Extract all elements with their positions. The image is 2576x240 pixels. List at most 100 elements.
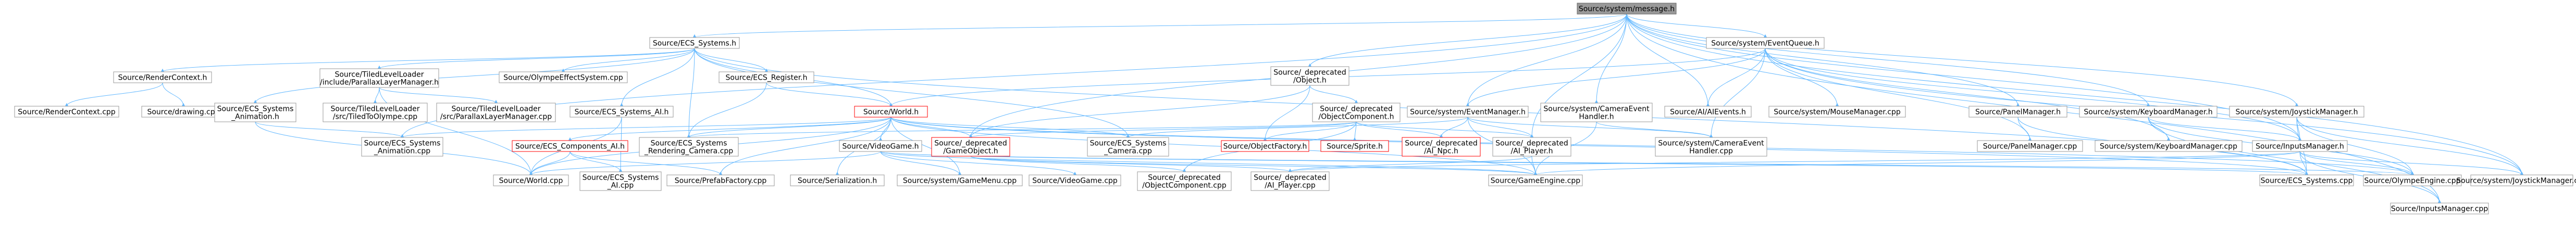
- node-world-cpp[interactable]: Source/World.cpp: [493, 174, 569, 186]
- node-ai-npc-h[interactable]: Source/_deprecated/AI_Npc.h: [1402, 137, 1481, 157]
- edge-panel_manager_h-to-panel_manager_cpp: [2017, 117, 2032, 141]
- node-ecs-components-ai-h[interactable]: Source/ECS_Components_AI.h: [512, 140, 628, 152]
- node-label: Source/_deprecated/ObjectComponent.h: [1319, 105, 1394, 121]
- edge-ecs_register_h-to-world_h: [766, 82, 893, 107]
- node-label: Source/RenderContext.h: [118, 74, 207, 82]
- node-tiled-to-olympe-cpp[interactable]: Source/TiledLevelLoader/src/TiledToOlymp…: [323, 103, 428, 122]
- node-label: Source/system/KeyboardManager.cpp: [2100, 143, 2237, 151]
- node-joystick-manager-cpp[interactable]: Source/system/JoystickManager.cpp: [2456, 174, 2576, 186]
- edge-deprecated_objectcomponent_h-to-sprite_h: [1353, 121, 1357, 141]
- node-sprite-h[interactable]: Source/Sprite.h: [1320, 140, 1389, 152]
- node-mouse-manager-cpp[interactable]: Source/system/MouseManager.cpp: [1768, 106, 1906, 118]
- node-game-menu-cpp[interactable]: Source/system/GameMenu.cpp: [897, 174, 1023, 186]
- node-deprecated-objectcomponent-cpp[interactable]: Source/_deprecated/ObjectComponent.cpp: [1137, 171, 1232, 191]
- edge-render_context_h-to-drawing_cpp: [162, 82, 185, 107]
- node-box: [1221, 140, 1309, 152]
- edge-deprecated_objectcomponent_h-to-ai_npc_h: [1356, 121, 1443, 138]
- node-ecs-register-h[interactable]: Source/ECS_Register.h: [719, 71, 814, 83]
- edge-ecs_components_ai_h-to-prefab_factory_cpp: [569, 151, 723, 175]
- node-keyboard-manager-h[interactable]: Source/system/KeyboardManager.h: [2079, 106, 2218, 118]
- edge-world_h-to-prefab_factory_cpp: [719, 117, 891, 175]
- node-box: [512, 140, 628, 152]
- node-videogame-cpp[interactable]: Source/VideoGame.cpp: [1029, 174, 1121, 186]
- edge-input_manager_h-to-joystick_manager_cpp: [2299, 151, 2524, 175]
- edge-message_h-to-keyboard_manager_h: [1626, 14, 2150, 107]
- node-label: Source/ECS_Systems_Animation.cpp: [364, 140, 441, 156]
- edge-deprecated_object_h-to-object_factory_h: [1263, 85, 1310, 141]
- node-panel-manager-h[interactable]: Source/PanelManager.h: [1968, 106, 2067, 118]
- edge-world_h-to-ecs_animation_cpp: [400, 117, 891, 138]
- node-inputs-manager-cpp[interactable]: Source/InputsManager.cpp: [2390, 203, 2489, 214]
- node-ecs-systems-cpp[interactable]: Source/ECS_Systems.cpp: [2259, 174, 2354, 186]
- node-serialization-h[interactable]: Source/Serialization.h: [790, 174, 885, 186]
- edge-tiled_parallax_h-to-tiled_to_olympe_cpp: [373, 87, 380, 104]
- node-ai-player-cpp[interactable]: Source/_deprecated/AI_Player.cpp: [1250, 171, 1330, 191]
- edge-joystick_manager_h-to-joystick_manager_cpp: [2296, 117, 2524, 175]
- edge-event_manager_h-to-camera_event_handler_cpp: [1467, 117, 1713, 138]
- node-event-manager-h[interactable]: Source/system/EventManager.h: [1407, 106, 1529, 118]
- node-box: [2390, 203, 2489, 214]
- node-ecs-ai-cpp[interactable]: Source/ECS_Systems_AI.cpp: [579, 171, 662, 191]
- node-tiled-parallax-h[interactable]: Source/TiledLevelLoader/include/Parallax…: [319, 68, 439, 88]
- edge-world_h-to-game_engine_cpp: [890, 117, 1538, 175]
- edge-joystick_manager_h-to-olympe_engine_cpp: [2296, 117, 2414, 175]
- node-box: [790, 174, 885, 186]
- node-world-h[interactable]: Source/World.h: [854, 106, 928, 118]
- node-deprecated-objectcomponent-h[interactable]: Source/_deprecated/ObjectComponent.h: [1312, 103, 1401, 122]
- edge-deprecated_object_h-to-deprecated_gameobject_h: [969, 85, 1310, 138]
- node-ecs-ai-h[interactable]: Source/ECS_Systems_AI.h: [569, 106, 674, 118]
- node-input-manager-h[interactable]: Source/InputsManager.h: [2252, 140, 2348, 152]
- edge-event_manager_h-to-ai_player_h: [1467, 117, 1534, 138]
- edge-event_manager_h-to-ai_npc_h: [1439, 117, 1468, 138]
- node-videogame-h[interactable]: Source/VideoGame.h: [839, 140, 922, 152]
- node-deprecated-gameobject-h[interactable]: Source/_deprecated/GameObject.h: [931, 137, 1010, 157]
- edge-videogame_h-to-world_cpp: [529, 151, 881, 175]
- node-tiled-parallax-cpp[interactable]: Source/TiledLevelLoader/src/ParallaxLaye…: [436, 103, 556, 122]
- edge-ecs_systems_h-to-ecs_ai_h: [620, 48, 695, 107]
- node-drawing-cpp[interactable]: Source/drawing.cpp: [141, 106, 226, 118]
- node-panel-manager-cpp[interactable]: Source/PanelManager.cpp: [1977, 140, 2083, 152]
- node-prefab-factory-cpp[interactable]: Source/PrefabFactory.cpp: [666, 174, 775, 186]
- node-render-context-h[interactable]: Source/RenderContext.h: [113, 71, 212, 83]
- node-box: [2229, 106, 2364, 118]
- edge-ai_player_h-to-game_engine_cpp: [1531, 156, 1538, 175]
- node-game-engine-cpp[interactable]: Source/GameEngine.cpp: [1488, 174, 1583, 186]
- node-box: [2363, 174, 2462, 186]
- node-box: [361, 137, 443, 157]
- node-label: Source/system/KeyboardManager.h: [2084, 108, 2212, 117]
- node-ai-events-h[interactable]: Source/AI/AIEvents.h: [1664, 106, 1752, 118]
- node-olympe-effect-cpp[interactable]: Source/OlympeEffectSystem.cpp: [499, 71, 628, 83]
- node-ecs-systems-h[interactable]: Source/ECS_Systems.h: [649, 37, 740, 49]
- edge-message_h-to-joystick_manager_cpp: [1626, 14, 2524, 175]
- node-message-h[interactable]: Source/system/message.h: [1577, 3, 1677, 15]
- node-ecs-camera-cpp[interactable]: Source/ECS_Systems_Camera.cpp: [1087, 137, 1169, 157]
- node-render-context-cpp[interactable]: Source/RenderContext.cpp: [14, 106, 119, 118]
- node-ecs-rendering-camera-cpp[interactable]: Source/ECS_Systems_Rendering_Camera.cpp: [639, 137, 739, 157]
- edge-world_h-to-ecs_components_ai_h: [568, 117, 891, 141]
- node-label: Source/RenderContext.cpp: [18, 108, 116, 117]
- edge-event_queue_h-to-panel_manager_cpp: [1765, 48, 2032, 141]
- node-ecs-animation-h[interactable]: Source/ECS_Systems_Animation.h: [214, 103, 296, 122]
- edge-ecs_components_ai_h-to-world_cpp: [529, 151, 571, 175]
- edge-camera_event_handler_h-to-camera_event_handler_cpp: [1596, 121, 1713, 138]
- node-deprecated-object-h[interactable]: Source/_deprecated/Object.h: [1270, 66, 1349, 86]
- edge-event_manager_h-to-ecs_camera_cpp: [1126, 117, 1468, 138]
- edge-message_h-to-ai_events_h: [1626, 14, 1710, 107]
- node-ai-player-h[interactable]: Source/_deprecated/AI_Player.h: [1492, 137, 1571, 157]
- node-box: [1250, 171, 1330, 191]
- node-joystick-manager-h[interactable]: Source/system/JoystickManager.h: [2229, 106, 2364, 118]
- node-object-factory-h[interactable]: Source/ObjectFactory.h: [1221, 140, 1309, 152]
- node-label: Source/PanelManager.cpp: [1983, 143, 2077, 151]
- node-ecs-animation-cpp[interactable]: Source/ECS_Systems_Animation.cpp: [361, 137, 443, 157]
- node-olympe-engine-cpp[interactable]: Source/OlympeEngine.cpp: [2363, 174, 2462, 186]
- node-keyboard-manager-cpp[interactable]: Source/system/KeyboardManager.cpp: [2095, 140, 2243, 152]
- node-box: [319, 68, 439, 88]
- node-label: Source/_deprecated/AI_Npc.h: [1405, 140, 1478, 156]
- edge-message_h-to-ecs_systems_h: [692, 14, 1627, 38]
- edge-tiled_parallax_h-to-world_cpp: [379, 87, 533, 175]
- node-box: [1320, 140, 1389, 152]
- node-event-queue-h[interactable]: Source/system/EventQueue.h: [1706, 37, 1825, 49]
- edge-ecs_systems_h-to-olympe_effect_cpp: [561, 48, 695, 72]
